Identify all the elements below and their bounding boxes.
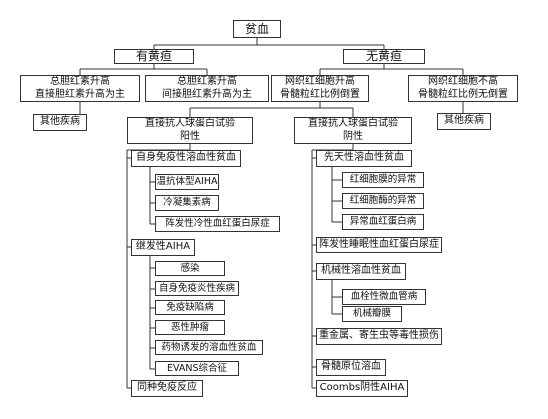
indirect-bilirubin-node: 总胆红素升高 间接胆红素升高为主 (145, 75, 269, 102)
direct-bilirubin-line-2: 直接胆红素升高为主 (35, 88, 125, 100)
coombs-negative-line-2: 阴性 (343, 130, 363, 142)
toxic-injury-node: 重金属、寄生虫等毒性损伤 (316, 328, 442, 345)
pch-node: 阵发性冷性血红蛋白尿症 (155, 216, 280, 232)
coombs-negative-aiha-label: Coombs阴性AIHA (319, 382, 405, 394)
mechanical-node: 机械性溶血性贫血 (316, 263, 406, 280)
jaundice-node: 有黄疸 (114, 49, 194, 64)
reticulocyte-normal-node: 网织红细胞不高 骨髓粒红比例无倒置 (408, 75, 518, 102)
reticulocyte-normal-line-1: 网织红细胞不高 (428, 76, 498, 87)
warm-aiha-node: 温抗体型AIHA (155, 174, 219, 190)
other-disease-right-node: 其他疾病 (437, 113, 491, 130)
pnh-node: 阵发性睡眠性血红蛋白尿症 (316, 237, 442, 253)
congenital-label: 先天性溶血性贫血 (324, 152, 404, 164)
malignancy-node: 恶性肿瘤 (155, 320, 225, 335)
coombs-negative-node: 直接抗人球蛋白试验 阴性 (294, 117, 412, 144)
immunodeficiency-label: 免疫缺陷病 (166, 301, 214, 313)
autoimmune-inflammatory-label: 自身免疫炎性疾病 (158, 282, 235, 294)
autoimmune-node: 自身免疫性溶血性贫血 (131, 150, 241, 167)
pnh-label: 阵发性睡眠性血红蛋白尿症 (319, 238, 439, 250)
pch-label: 阵发性冷性血红蛋白尿症 (165, 218, 270, 230)
reticulocyte-high-line-1: 网织红细胞升高 (285, 76, 355, 87)
coombs-negative-aiha-node: Coombs阴性AIHA (316, 380, 408, 397)
indirect-bilirubin-line-2: 间接胆红素升高为主 (162, 88, 252, 100)
reticulocyte-high-line-2: 骨髓粒红比例倒置 (280, 88, 360, 100)
mechanical-label: 机械性溶血性贫血 (321, 265, 401, 277)
no-jaundice-label: 无黄疸 (365, 49, 402, 63)
coombs-positive-node: 直接抗人球蛋白试验 阳性 (127, 117, 253, 144)
autoimmune-inflammatory-node: 自身免疫炎性疾病 (155, 281, 239, 296)
marrow-hemolysis-node: 骨髓原位溶血 (316, 359, 386, 376)
reticulocyte-high-node: 网织红细胞升高 骨髓粒红比例倒置 (271, 75, 369, 102)
coombs-positive-line-2: 阳性 (180, 130, 200, 142)
warm-aiha-label: 温抗体型AIHA (156, 176, 218, 188)
secondary-aiha-label: 继发性AIHA (135, 241, 191, 253)
hemoglobinopathy-node: 异常血红蛋白病 (342, 214, 424, 230)
drug-induced-node: 药物诱发的溶血性贫血 (155, 340, 263, 355)
direct-bilirubin-line-1: 总胆红素升高 (50, 76, 110, 87)
direct-bilirubin-node: 总胆红素升高 直接胆红素升高为主 (20, 75, 140, 102)
alloimmune-label: 同种免疫反应 (137, 382, 197, 394)
tma-label: 血栓性微血管病 (350, 291, 418, 303)
cold-agglutinin-node: 冷凝集素病 (155, 195, 219, 211)
malignancy-label: 恶性肿瘤 (170, 321, 209, 333)
congenital-node: 先天性溶血性贫血 (316, 150, 412, 167)
other-disease-left-label: 其他疾病 (40, 116, 80, 128)
mechanical-valve-node: 机械瓣膜 (342, 306, 402, 322)
root-label: 贫血 (244, 21, 269, 36)
root-node: 贫血 (233, 20, 281, 38)
enzyme-defect-label: 红细胞酶的异常 (349, 195, 417, 207)
other-disease-left-node: 其他疾病 (33, 114, 87, 131)
enzyme-defect-node: 红细胞酶的异常 (342, 193, 424, 209)
infection-label: 感染 (180, 262, 200, 274)
membrane-defect-label: 红细胞膜的异常 (349, 174, 417, 186)
evans-node: EVANS综合征 (155, 361, 239, 376)
no-jaundice-node: 无黄疸 (343, 49, 425, 64)
other-disease-right-label: 其他疾病 (444, 115, 484, 127)
jaundice-label: 有黄疸 (135, 49, 172, 63)
drug-induced-label: 药物诱发的溶血性贫血 (161, 341, 257, 353)
tma-node: 血栓性微血管病 (342, 289, 426, 305)
toxic-injury-label: 重金属、寄生虫等毒性损伤 (319, 330, 439, 342)
reticulocyte-normal-line-2: 骨髓粒红比例无倒置 (418, 88, 508, 100)
infection-node: 感染 (155, 261, 225, 276)
coombs-positive-line-1: 直接抗人球蛋白试验 (145, 118, 235, 129)
evans-label: EVANS综合征 (166, 362, 228, 374)
immunodeficiency-node: 免疫缺陷病 (155, 300, 225, 315)
cold-agglutinin-label: 冷凝集素病 (163, 197, 211, 209)
marrow-hemolysis-label: 骨髓原位溶血 (321, 361, 381, 373)
autoimmune-label: 自身免疫性溶血性贫血 (136, 152, 236, 164)
coombs-negative-line-1: 直接抗人球蛋白试验 (308, 118, 398, 129)
hemoglobinopathy-label: 异常血红蛋白病 (349, 216, 417, 228)
alloimmune-node: 同种免疫反应 (131, 380, 203, 397)
secondary-aiha-node: 继发性AIHA (131, 239, 195, 256)
membrane-defect-node: 红细胞膜的异常 (342, 172, 424, 188)
indirect-bilirubin-line-1: 总胆红素升高 (177, 76, 237, 87)
mechanical-valve-label: 机械瓣膜 (352, 308, 391, 320)
